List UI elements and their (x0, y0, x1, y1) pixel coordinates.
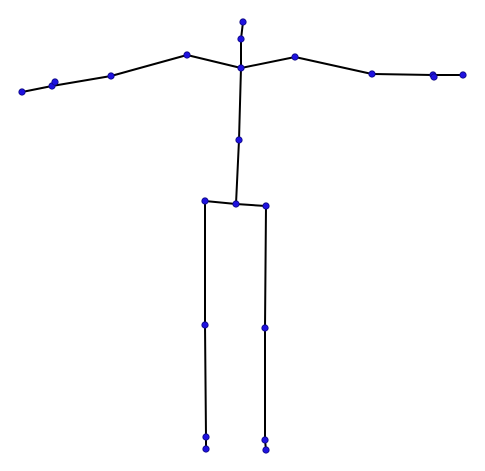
bone-spine-to-pelvis (235, 139, 240, 205)
skeleton-joints (18, 18, 467, 454)
joint-right-hip (262, 202, 270, 210)
joint-right-foot (262, 446, 270, 454)
bone-left-knee-to-left-ankle (204, 324, 207, 438)
bone-right-elbow-to-right-wrist (371, 73, 434, 76)
joint-right-hand-tip (459, 71, 467, 79)
joint-left-hip (201, 197, 209, 205)
bone-left-wrist-to-left-hand-tip (21, 85, 53, 93)
bone-left-elbow-to-left-wrist (51, 75, 112, 87)
joint-left-knee (201, 321, 209, 329)
joint-left-hand-tip (18, 88, 26, 96)
joint-right-shoulder (291, 53, 299, 61)
bone-neck-to-right-shoulder (240, 56, 296, 69)
joint-right-ankle (261, 436, 269, 444)
joint-right-elbow (368, 70, 376, 78)
joint-left-shoulder (183, 51, 191, 59)
joint-head (237, 35, 245, 43)
joint-left-foot (202, 445, 210, 453)
joint-head-top (239, 18, 247, 26)
bone-neck-to-left-shoulder (186, 54, 242, 69)
joint-spine (235, 136, 243, 144)
joint-left-elbow (107, 72, 115, 80)
bone-neck-to-spine (238, 67, 242, 141)
bone-right-hip-to-right-knee (264, 205, 267, 329)
joint-pelvis (232, 200, 240, 208)
skeleton-bones (21, 21, 464, 451)
joint-right-thumb (430, 73, 438, 81)
joint-right-knee (261, 324, 269, 332)
bone-right-shoulder-to-right-elbow (294, 56, 373, 75)
joint-left-thumb (51, 78, 59, 86)
bone-pelvis-to-right-hip (235, 203, 267, 207)
bone-pelvis-to-left-hip (204, 200, 237, 205)
bone-left-shoulder-to-left-elbow (110, 54, 188, 77)
joint-left-ankle (202, 433, 210, 441)
joint-neck (237, 64, 245, 72)
